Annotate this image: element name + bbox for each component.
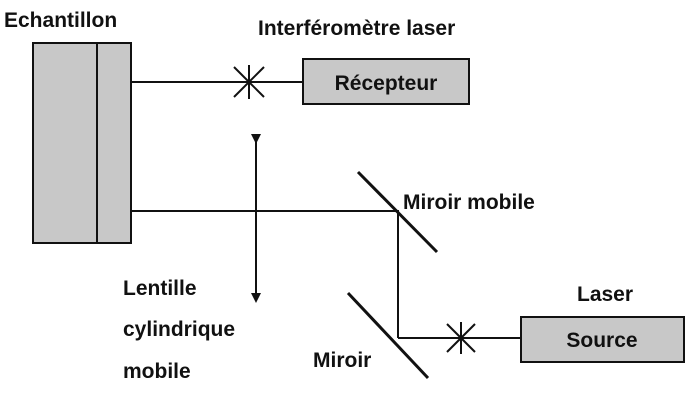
receiver-box bbox=[302, 58, 470, 105]
source-box bbox=[520, 316, 685, 363]
lens-label-line1: Lentille bbox=[123, 277, 197, 300]
receiver-label: Récepteur bbox=[335, 72, 438, 95]
interferometer-star bbox=[229, 65, 269, 99]
moving-mirror-label: Miroir mobile bbox=[403, 191, 535, 214]
lens-label-line3: mobile bbox=[123, 360, 191, 383]
fixed-mirror bbox=[346, 291, 430, 380]
mirror-label: Miroir bbox=[313, 349, 371, 372]
source-star bbox=[443, 322, 479, 354]
sample-block bbox=[32, 42, 132, 244]
moving-mirror bbox=[356, 170, 439, 254]
sample-inner-plate bbox=[96, 42, 132, 244]
source-label: Source bbox=[566, 329, 637, 352]
interferometer-label: Interféromètre laser bbox=[258, 17, 455, 40]
lens-label-line2: cylindrique bbox=[123, 318, 235, 341]
laser-label: Laser bbox=[577, 283, 633, 306]
sample-label: Echantillon bbox=[4, 9, 117, 32]
sample-outer-plate bbox=[32, 42, 98, 244]
